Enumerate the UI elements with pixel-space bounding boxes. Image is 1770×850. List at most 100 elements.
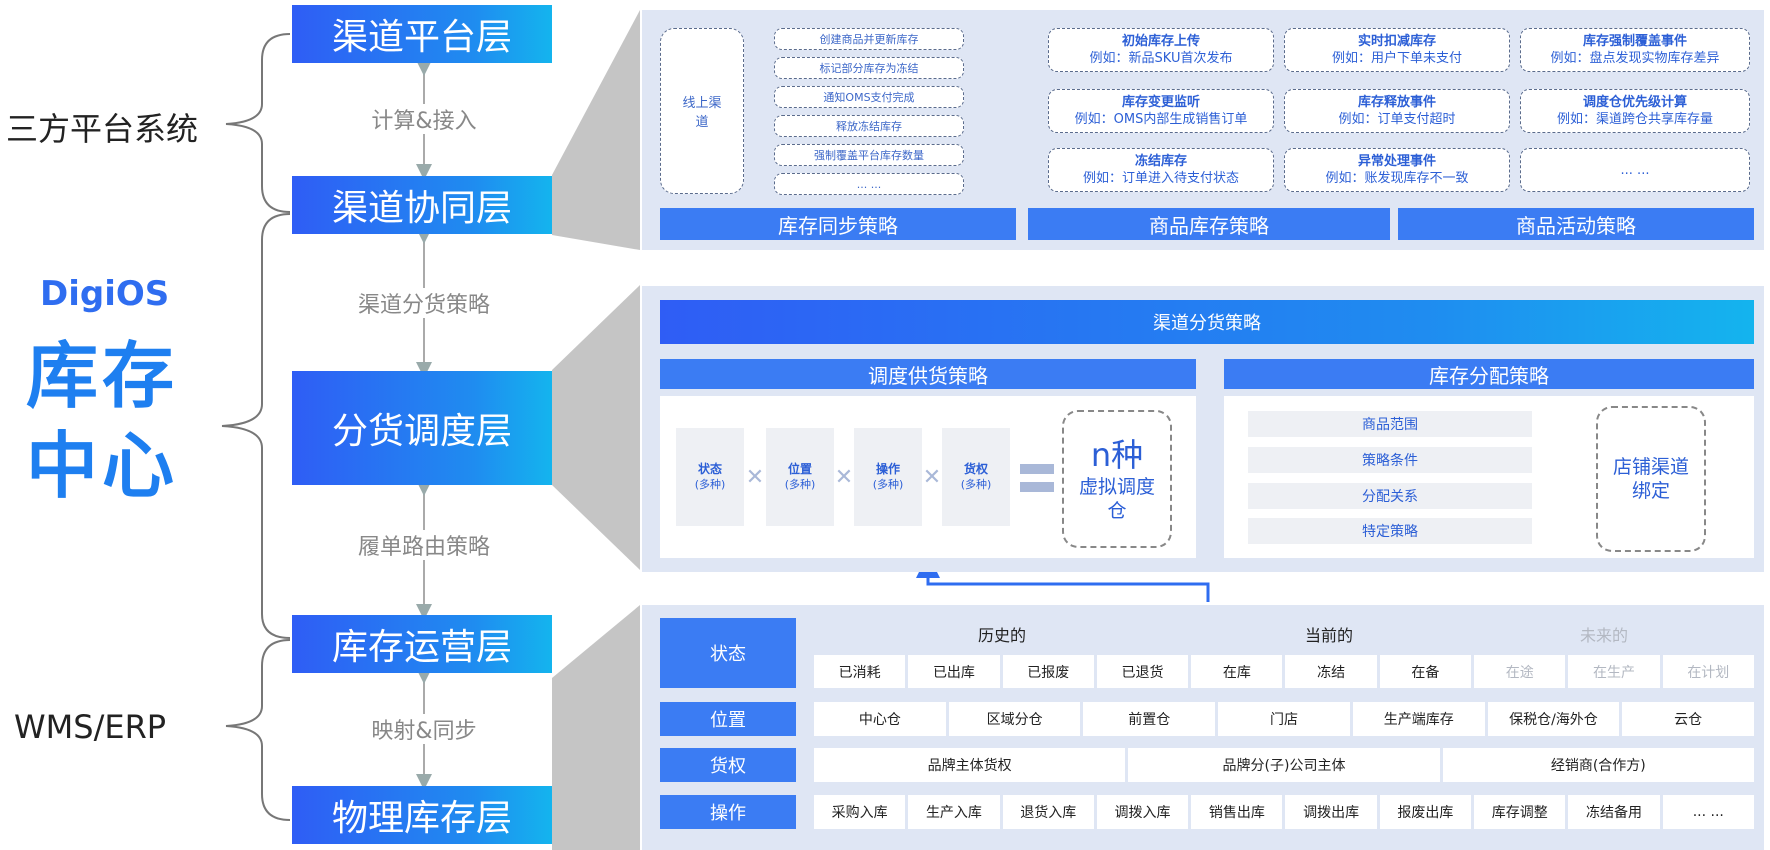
layer-channel-collab: 渠道协同层 xyxy=(292,176,552,234)
strategy-bar: 商品库存策略 xyxy=(1028,208,1390,240)
layer-dispatch: 分货调度层 xyxy=(292,371,552,485)
table-cell: 经销商(合作方) xyxy=(1442,748,1754,782)
table-cell: 在备 xyxy=(1379,655,1472,688)
event-card: 异常处理事件例如：账发现库存不一致 xyxy=(1284,148,1510,192)
table-cell: 已退货 xyxy=(1096,655,1189,688)
event-card: 初始库存上传例如：新品SKU首次发布 xyxy=(1048,28,1274,72)
center-title-2: 中心 xyxy=(26,424,179,508)
table-cell: 门店 xyxy=(1218,702,1350,736)
table-cell: 库存调整 xyxy=(1474,795,1566,829)
event-card: 冻结库存例如：订单进入待支付状态 xyxy=(1048,148,1274,192)
factor-location: 位置(多种) xyxy=(766,428,834,526)
connector-compute: 计算&接入 xyxy=(344,104,504,134)
event-card: 库存释放事件例如：订单支付超时 xyxy=(1284,89,1510,133)
virtual-count: n种 xyxy=(1090,436,1144,474)
mid-trapezoid xyxy=(552,285,640,570)
event-card: 库存变更监听例如：OMS内部生成销售订单 xyxy=(1048,89,1274,133)
center-title-1: 库存 xyxy=(26,334,179,418)
alloc-item: 商品范围 xyxy=(1248,411,1532,437)
table-cell: 采购入库 xyxy=(814,795,906,829)
group-current: 当前的 xyxy=(1304,626,1353,645)
alloc-item: 分配关系 xyxy=(1248,483,1532,509)
times-icon: ✕ xyxy=(745,464,765,490)
table-cell: 退货入库 xyxy=(1002,795,1094,829)
brace-center xyxy=(221,213,291,639)
table-cell: 保税仓/海外仓 xyxy=(1487,702,1620,736)
layer-channel-platform: 渠道平台层 xyxy=(292,5,552,63)
event-card: 库存强制覆盖事件例如：盘点发现实物库存差异 xyxy=(1520,28,1750,72)
ownership-row: 品牌主体货权品牌分(子)公司主体经销商(合作方) xyxy=(814,748,1754,782)
table-cell: 调拨出库 xyxy=(1285,795,1377,829)
connector-routing: 履单路由策略 xyxy=(334,530,514,560)
factor-operation: 操作(多种) xyxy=(854,428,922,526)
online-channel-box: 线上渠道 xyxy=(660,28,744,194)
event-card: 调度仓优先级计算例如：渠道跨仓共享库存量 xyxy=(1520,89,1750,133)
bottom-trapezoid xyxy=(552,605,640,850)
table-cell: 在库 xyxy=(1191,655,1283,688)
event-card: 实时扣减库存例如：用户下单未支付 xyxy=(1284,28,1510,72)
table-cell: 在计划 xyxy=(1662,655,1754,688)
bind-box: 店铺渠道绑定 xyxy=(1596,406,1706,552)
brand-label: DigiOS xyxy=(40,274,170,314)
table-cell: 在生产 xyxy=(1568,655,1660,688)
table-cell: 已报废 xyxy=(1002,655,1094,688)
action-item: 强制覆盖平台库存数量 xyxy=(774,144,964,166)
table-cell: 已出库 xyxy=(908,655,1000,688)
operation-label: 操作 xyxy=(660,795,796,829)
table-cell: 品牌分(子)公司主体 xyxy=(1128,748,1440,782)
table-cell: ... ... xyxy=(1662,795,1754,829)
factor-status: 状态(多种) xyxy=(676,428,744,526)
layer-physical: 物理库存层 xyxy=(292,786,552,844)
action-item: 释放冻结库存 xyxy=(774,115,964,137)
action-item: 通知OMS支付完成 xyxy=(774,86,964,108)
factor-ownership: 货权(多种) xyxy=(942,428,1010,526)
table-cell: 生产端库存 xyxy=(1352,702,1485,736)
table-cell: 冻结 xyxy=(1285,655,1377,688)
alloc-strategy-bar: 库存分配策略 xyxy=(1224,359,1754,389)
action-item: ... ... xyxy=(774,173,964,195)
layer-operation: 库存运营层 xyxy=(292,615,552,673)
times-icon: ✕ xyxy=(922,464,942,490)
table-cell: 区域分仓 xyxy=(948,702,1081,736)
operation-row: 采购入库生产入库退货入库调拨入库销售出库调拨出库报废出库库存调整冻结备用... … xyxy=(814,795,1754,829)
virtual-label: 虚拟调度仓 xyxy=(1078,476,1155,522)
table-cell: 报废出库 xyxy=(1379,795,1472,829)
table-cell: 调拨入库 xyxy=(1096,795,1189,829)
location-row: 中心仓区域分仓前置仓门店生产端库存保税仓/海外仓云仓 xyxy=(814,702,1755,736)
status-row: 已消耗已出库已报废已退货在库冻结在备在途在生产在计划 xyxy=(814,655,1754,688)
strategy-bar: 库存同步策略 xyxy=(660,208,1016,240)
strategy-bar: 商品活动策略 xyxy=(1398,208,1754,240)
alloc-item: 特定策略 xyxy=(1248,518,1532,544)
top-trapezoid xyxy=(552,10,640,250)
wms-label: WMS/ERP xyxy=(14,708,167,746)
status-label: 状态 xyxy=(660,618,796,688)
event-card: ... ... xyxy=(1520,148,1750,192)
virtual-warehouse-box: n种 虚拟调度仓 xyxy=(1062,410,1172,548)
brace-third-party xyxy=(225,33,291,213)
table-cell: 冻结备用 xyxy=(1568,795,1660,829)
table-cell: 已消耗 xyxy=(814,655,906,688)
table-cell: 生产入库 xyxy=(908,795,1000,829)
group-history: 历史的 xyxy=(977,626,1026,645)
table-cell: 销售出库 xyxy=(1191,795,1283,829)
supply-strategy-bar: 调度供货策略 xyxy=(660,359,1196,389)
equals-icon xyxy=(1020,464,1054,492)
ownership-label: 货权 xyxy=(660,748,796,782)
group-future: 未来的 xyxy=(1579,626,1628,645)
connector-channel-dist: 渠道分货策略 xyxy=(334,288,514,318)
action-item: 创建商品并更新库存 xyxy=(774,28,964,50)
dispatch-title-bar: 渠道分货策略 xyxy=(660,300,1754,344)
connector-mapping: 映射&同步 xyxy=(344,714,504,744)
action-item: 标记部分库存为冻结 xyxy=(774,57,964,79)
table-cell: 云仓 xyxy=(1622,702,1755,736)
table-cell: 在途 xyxy=(1474,655,1566,688)
table-cell: 中心仓 xyxy=(814,702,946,736)
table-cell: 品牌主体货权 xyxy=(814,748,1126,782)
times-icon: ✕ xyxy=(834,464,854,490)
brace-wms xyxy=(225,639,291,821)
location-label: 位置 xyxy=(660,702,796,736)
third-party-label: 三方平台系统 xyxy=(6,110,199,148)
feedback-arrow xyxy=(916,554,1210,602)
alloc-item: 策略条件 xyxy=(1248,447,1532,473)
table-cell: 前置仓 xyxy=(1083,702,1216,736)
